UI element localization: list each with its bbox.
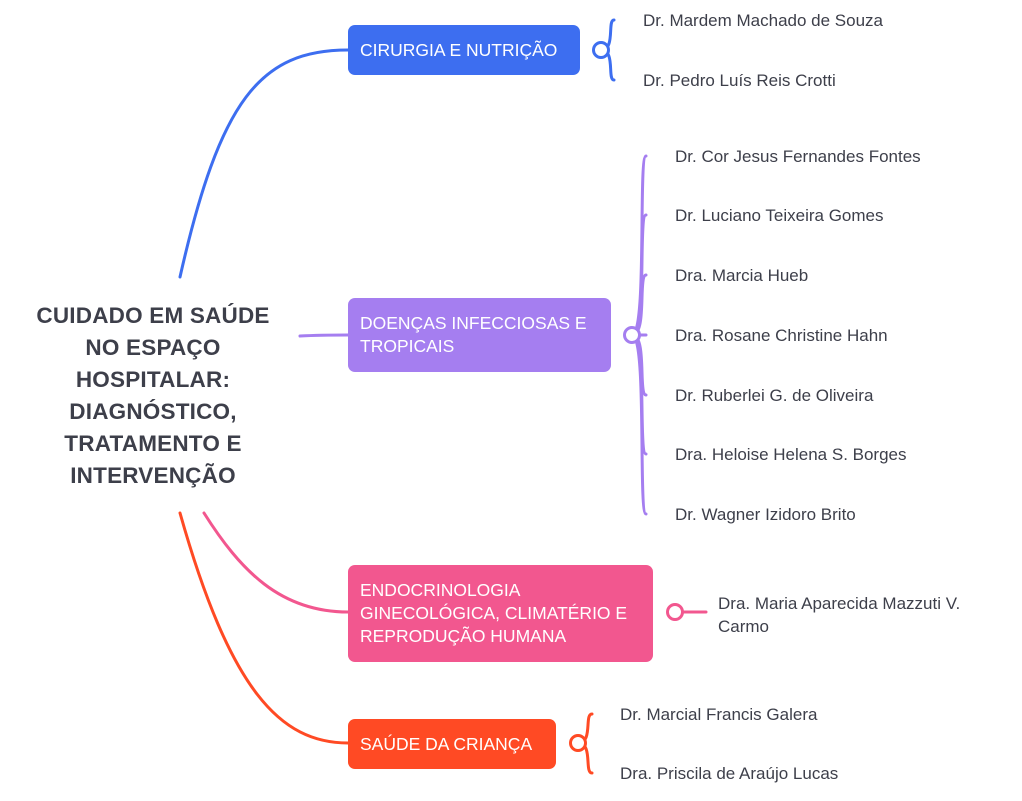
branch-cirurgia-nutricao[interactable]: CIRURGIA E NUTRIÇÃO [348, 25, 580, 75]
central-topic: CUIDADO EM SAÚDE NO ESPAÇO HOSPITALAR: D… [18, 300, 288, 492]
leaf-topic[interactable]: Dr. Ruberlei G. de Oliveira [675, 384, 873, 407]
leaf-label: Dr. Luciano Teixeira Gomes [675, 206, 884, 225]
leaf-topic[interactable]: Dra. Heloise Helena S. Borges [675, 443, 907, 466]
main-connector [298, 333, 350, 338]
collapse-toggle-icon[interactable] [666, 603, 684, 621]
leaf-label: Carmo [718, 617, 770, 636]
main-connector [202, 511, 350, 614]
leaf-topic[interactable]: Dr. Cor Jesus Fernandes Fontes [675, 145, 921, 168]
leaf-topic[interactable]: Dra. Maria Aparecida Mazzuti V. Carmo [718, 592, 960, 638]
leaf-topic[interactable]: Dr. Wagner Izidoro Brito [675, 503, 856, 526]
leaf-label: Dra. Heloise Helena S. Borges [675, 445, 907, 464]
branch-label: ENDOCRINOLOGIA [360, 580, 521, 600]
branch-endocrinologia[interactable]: ENDOCRINOLOGIA GINECOLÓGICA, CLIMATÉRIO … [348, 565, 653, 662]
central-topic-line: TRATAMENTO E [64, 431, 242, 456]
leaf-topic[interactable]: Dra. Rosane Christine Hahn [675, 324, 888, 347]
branch-label: GINECOLÓGICA, CLIMATÉRIO E [360, 603, 628, 623]
leaf-connector [630, 333, 648, 516]
central-topic-line: NO ESPAÇO [85, 335, 221, 360]
branch-saude-crianca[interactable]: SAÚDE DA CRIANÇA [348, 719, 556, 769]
collapse-toggle-icon[interactable] [623, 326, 641, 344]
collapse-toggle-icon[interactable] [569, 734, 587, 752]
leaf-label: Dra. Marcia Hueb [675, 266, 809, 285]
branch-label: REPRODUÇÃO HUMANA [360, 626, 567, 646]
leaf-topic[interactable]: Dr. Luciano Teixeira Gomes [675, 204, 884, 227]
branch-label: DOENÇAS INFECCIOSAS E [360, 313, 587, 333]
leaf-topic[interactable]: Dra. Priscila de Araújo Lucas [620, 762, 838, 785]
main-connector [178, 511, 350, 745]
central-topic-line: CUIDADO EM SAÚDE [36, 303, 270, 328]
leaf-label: Dr. Marcial Francis Galera [620, 705, 818, 724]
collapse-toggle-icon[interactable] [592, 41, 610, 59]
leaf-topic[interactable]: Dr. Pedro Luís Reis Crotti [643, 69, 836, 92]
branch-label: CIRURGIA E NUTRIÇÃO [360, 39, 558, 60]
leaf-topic[interactable]: Dr. Marcial Francis Galera [620, 703, 817, 726]
leaf-label: Dr. Mardem Machado de Souza [643, 11, 884, 30]
branch-label: TROPICAIS [360, 336, 455, 356]
leaf-topic[interactable]: Dra. Marcia Hueb [675, 264, 808, 287]
main-connector [178, 48, 350, 279]
central-topic-line: INTERVENÇÃO [70, 463, 236, 488]
branch-label: SAÚDE DA CRIANÇA [360, 733, 533, 754]
leaf-label: Dr. Cor Jesus Fernandes Fontes [675, 147, 921, 166]
leaf-label: Dr. Wagner Izidoro Brito [675, 505, 856, 524]
leaf-label: Dr. Pedro Luís Reis Crotti [643, 71, 836, 90]
central-topic-line: HOSPITALAR: [75, 367, 231, 392]
leaf-label: Dr. Ruberlei G. de Oliveira [675, 386, 874, 405]
central-topic-line: DIAGNÓSTICO, [69, 399, 237, 424]
leaf-topic[interactable]: Dr. Mardem Machado de Souza [643, 9, 883, 32]
branch-doencas-infecciosas[interactable]: DOENÇAS INFECCIOSAS E TROPICAIS [348, 298, 611, 372]
leaf-label: Dra. Priscila de Araújo Lucas [620, 764, 839, 783]
leaf-label: Dra. Maria Aparecida Mazzuti V. [718, 594, 961, 613]
leaf-label: Dra. Rosane Christine Hahn [675, 326, 888, 345]
